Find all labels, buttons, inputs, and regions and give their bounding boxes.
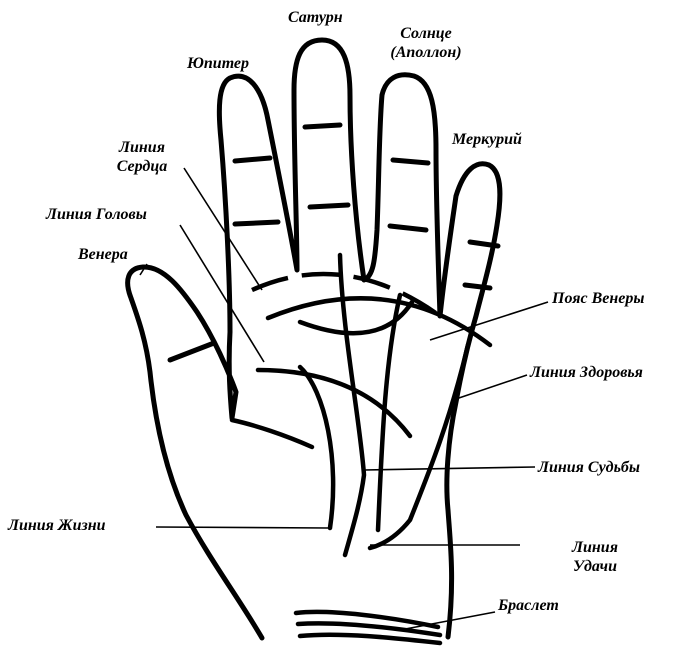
sun-label: Солнце (Аполлон) [372,24,480,62]
jupiter-label: Юпитер [187,54,249,73]
saturn-label: Сатурн [288,8,343,27]
saturn-crease-lower [310,205,348,207]
fate-line-label: Линия Судьбы [538,458,640,477]
mercury-label: Меркурий [452,130,522,149]
luck-line-label: Линия Удачи [550,538,640,576]
life-line [232,367,333,528]
life-line-label: Линия Жизни [8,516,106,535]
girdle-of-venus-label: Пояс Венеры [552,289,644,308]
saturn-crease-upper [305,125,340,127]
jupiter-crease-lower [235,222,278,224]
leader-health [453,375,527,400]
venus-mount-label: Венера [78,245,128,264]
sun-crease-lower [390,226,426,230]
heart-line-label: Линия Сердца [92,138,192,176]
jupiter-crease-upper [235,158,270,161]
bracelet-label: Браслет [498,596,559,615]
leader-life [156,527,328,528]
mercury-crease-lower [465,285,490,288]
luck-line [370,345,468,548]
girdle-of-venus-line [252,274,440,316]
bracelet-line-3 [300,635,440,643]
thumb-crease [170,343,214,360]
hand-outline [128,40,500,638]
health-line-label: Линия Здоровья [530,363,643,382]
head-line-label: Линия Головы [46,205,147,224]
sun-crease-upper [393,160,428,163]
leader-head [180,225,264,362]
